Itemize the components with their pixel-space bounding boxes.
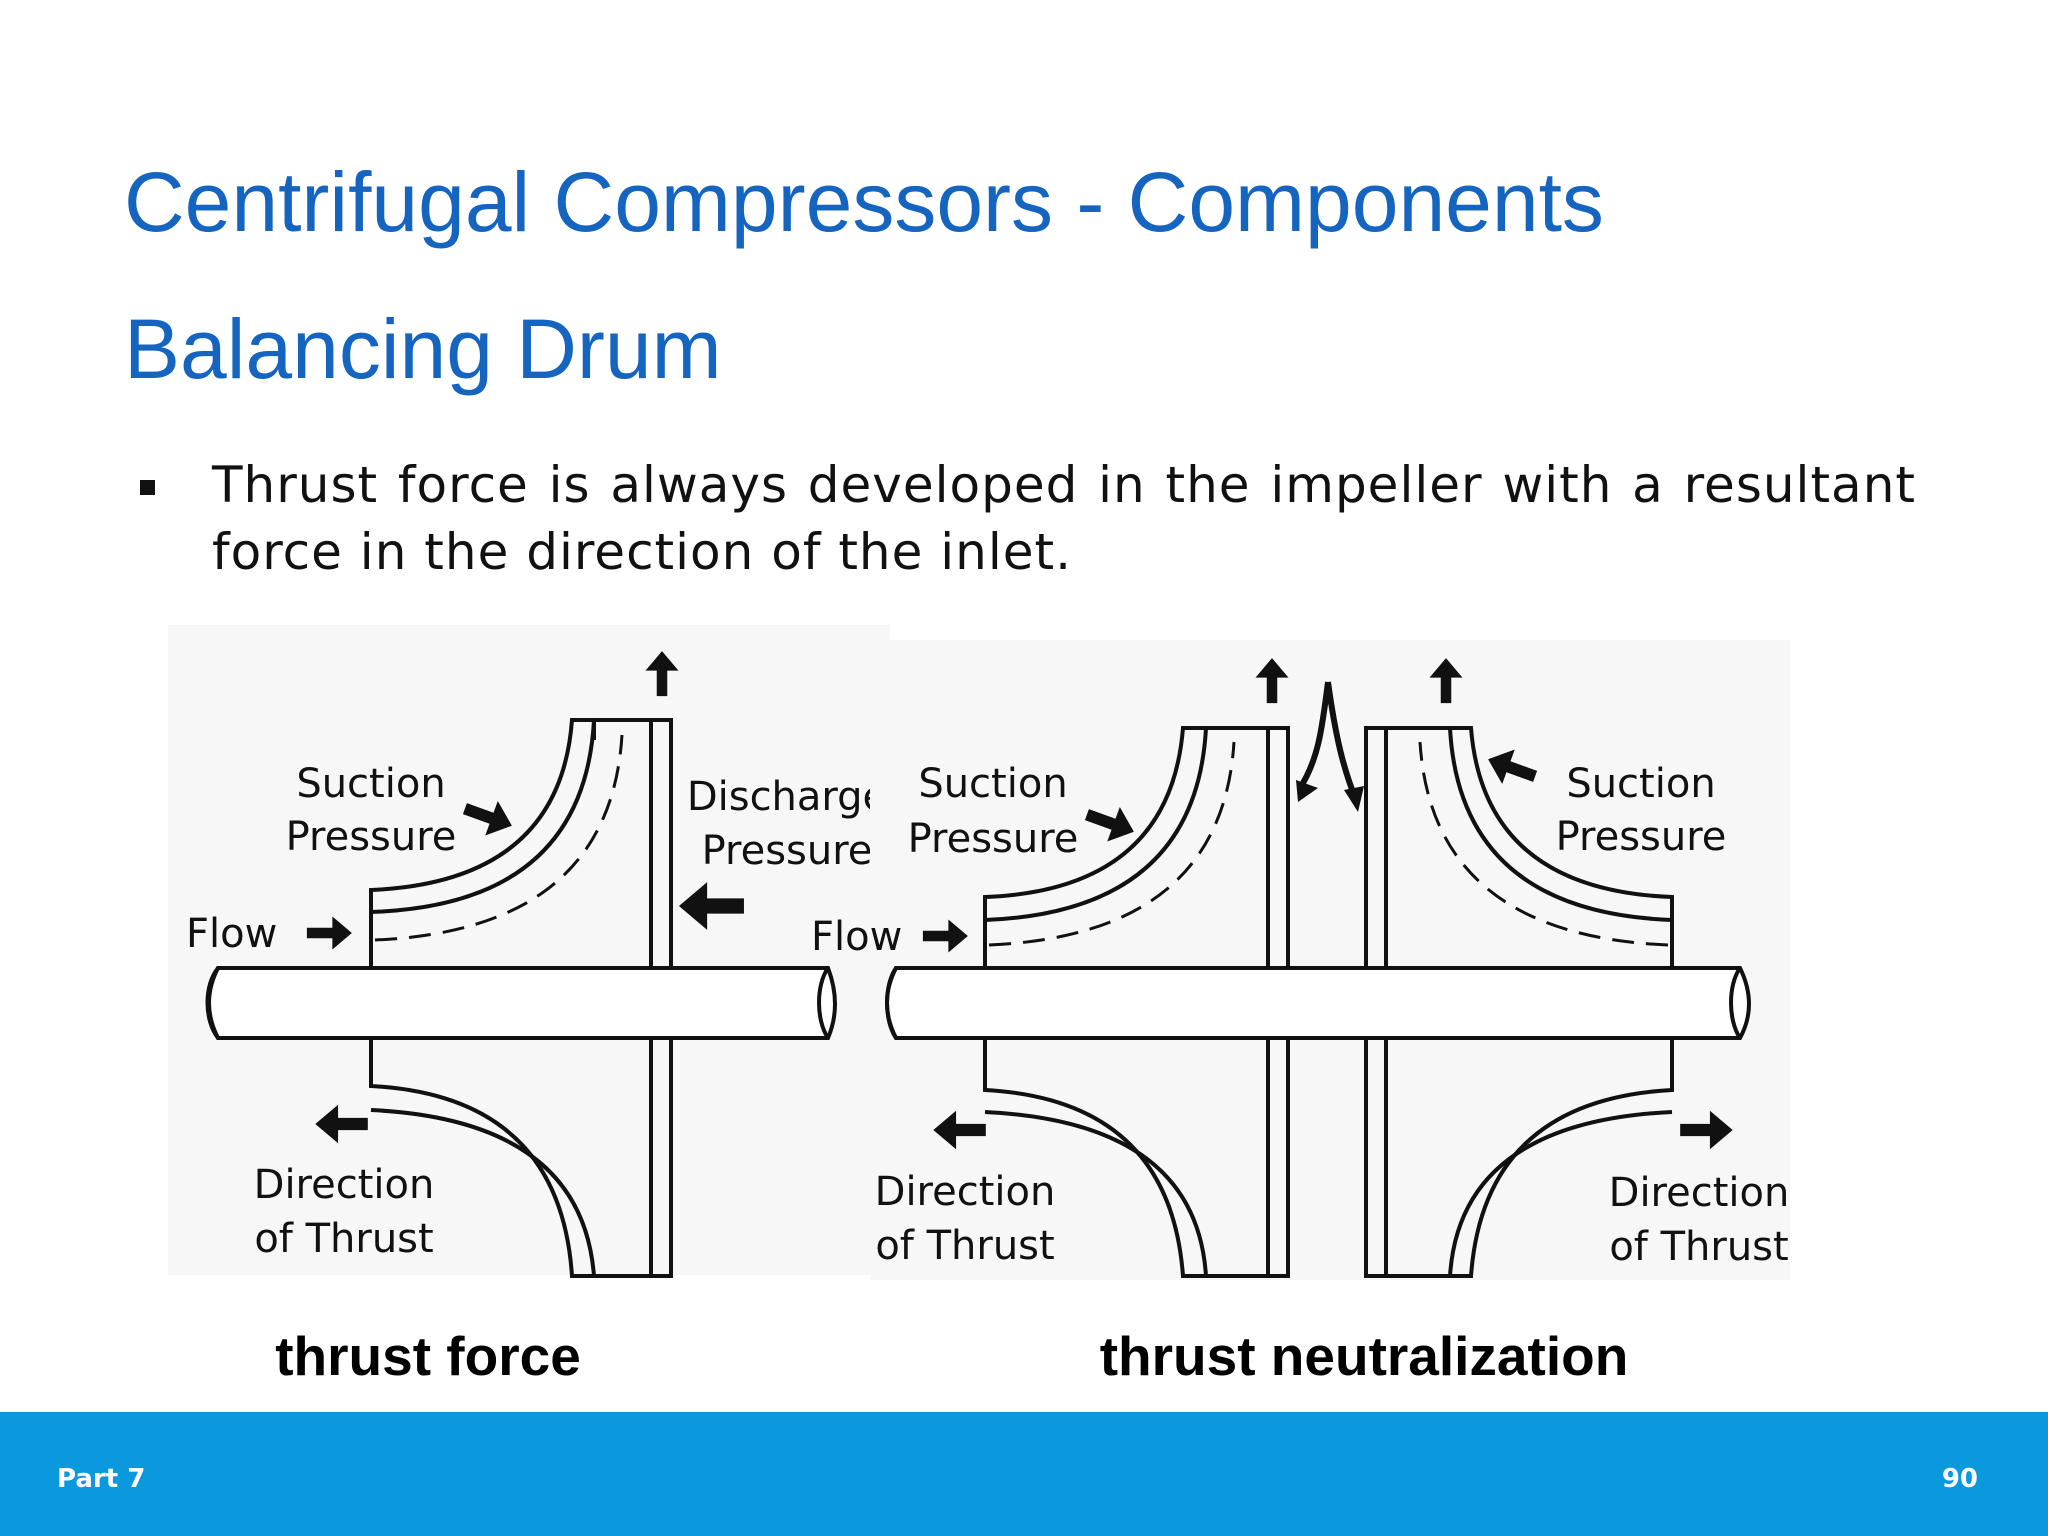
bullet-square-icon	[140, 480, 155, 495]
right-left-suction-label-1: Suction	[918, 761, 1067, 807]
balancing-drum-diagram: Suction Pressure Discharge Pressure Flow…	[168, 625, 1790, 1387]
right-right-direction-label-1: Direction	[1609, 1170, 1790, 1216]
left-upper-shroud-inner	[370, 719, 596, 914]
page-number: 90	[1941, 1464, 1978, 1494]
left-flow-label: Flow	[186, 911, 277, 957]
right-right-flow-path-dashed	[1418, 741, 1669, 947]
right-left-direction-label-2: of Thrust	[875, 1223, 1054, 1269]
left-upper-disk	[651, 718, 673, 968]
right-leakage-arrowhead-left-icon	[1296, 780, 1318, 802]
left-lower-shroud-inner	[370, 1108, 596, 1277]
bullet-text: Thrust force is always developed in the …	[212, 456, 1916, 581]
left-discharge-label-2: Pressure	[702, 828, 873, 874]
right-shaft-end-curve-right	[1729, 966, 1742, 1040]
left-shaft-end-curve-right	[817, 966, 830, 1040]
right-left-suction-label-2: Pressure	[908, 816, 1079, 862]
left-lower-disk	[651, 1036, 673, 1278]
right-right-suction-label-2: Pressure	[1556, 814, 1727, 860]
left-discharge-label-1: Discharge	[687, 774, 887, 820]
slide-title: Centrifugal Compressors - Components	[124, 155, 1604, 249]
right-right-upper-disk	[1364, 726, 1386, 968]
right-diagram-background	[870, 640, 1790, 1280]
left-direction-label-1: Direction	[254, 1162, 435, 1208]
left-direction-label-2: of Thrust	[254, 1216, 433, 1262]
left-lower-impeller-outline	[369, 1038, 653, 1278]
right-shaft-end-curve	[885, 966, 898, 1040]
right-shaft	[885, 966, 1751, 1040]
left-suction-label-1: Suction	[296, 761, 445, 807]
right-right-upper-impeller	[1384, 726, 1674, 968]
right-right-direction-label-2: of Thrust	[1609, 1224, 1788, 1270]
right-flow-label: Flow	[811, 914, 902, 960]
right-right-suction-label-1: Suction	[1566, 761, 1715, 807]
left-flow-path-dashed	[374, 734, 624, 942]
right-left-flow-path-dashed	[988, 741, 1236, 947]
left-shaft	[207, 966, 837, 1040]
left-suction-label-2: Pressure	[286, 814, 457, 860]
left-diagram	[168, 625, 890, 1278]
right-diagram	[870, 640, 1790, 1280]
right-right-lower-impeller	[1384, 1038, 1674, 1278]
left-diagram-background	[168, 625, 890, 1275]
footer-section-label: Part 7	[57, 1464, 146, 1494]
slide-subtitle: Balancing Drum	[124, 302, 722, 396]
left-shaft-end-curve	[205, 966, 220, 1040]
right-left-direction-label-1: Direction	[875, 1169, 1056, 1215]
right-left-upper-disk	[1268, 726, 1290, 968]
left-caption: thrust force	[275, 1325, 581, 1387]
right-caption: thrust neutralization	[1100, 1325, 1629, 1387]
footer-bar: Part 7 90	[0, 1412, 2048, 1536]
right-left-upper-impeller	[983, 726, 1270, 968]
left-upper-impeller-outline	[369, 718, 653, 968]
right-leakage-arrowhead-right-icon	[1344, 786, 1364, 812]
